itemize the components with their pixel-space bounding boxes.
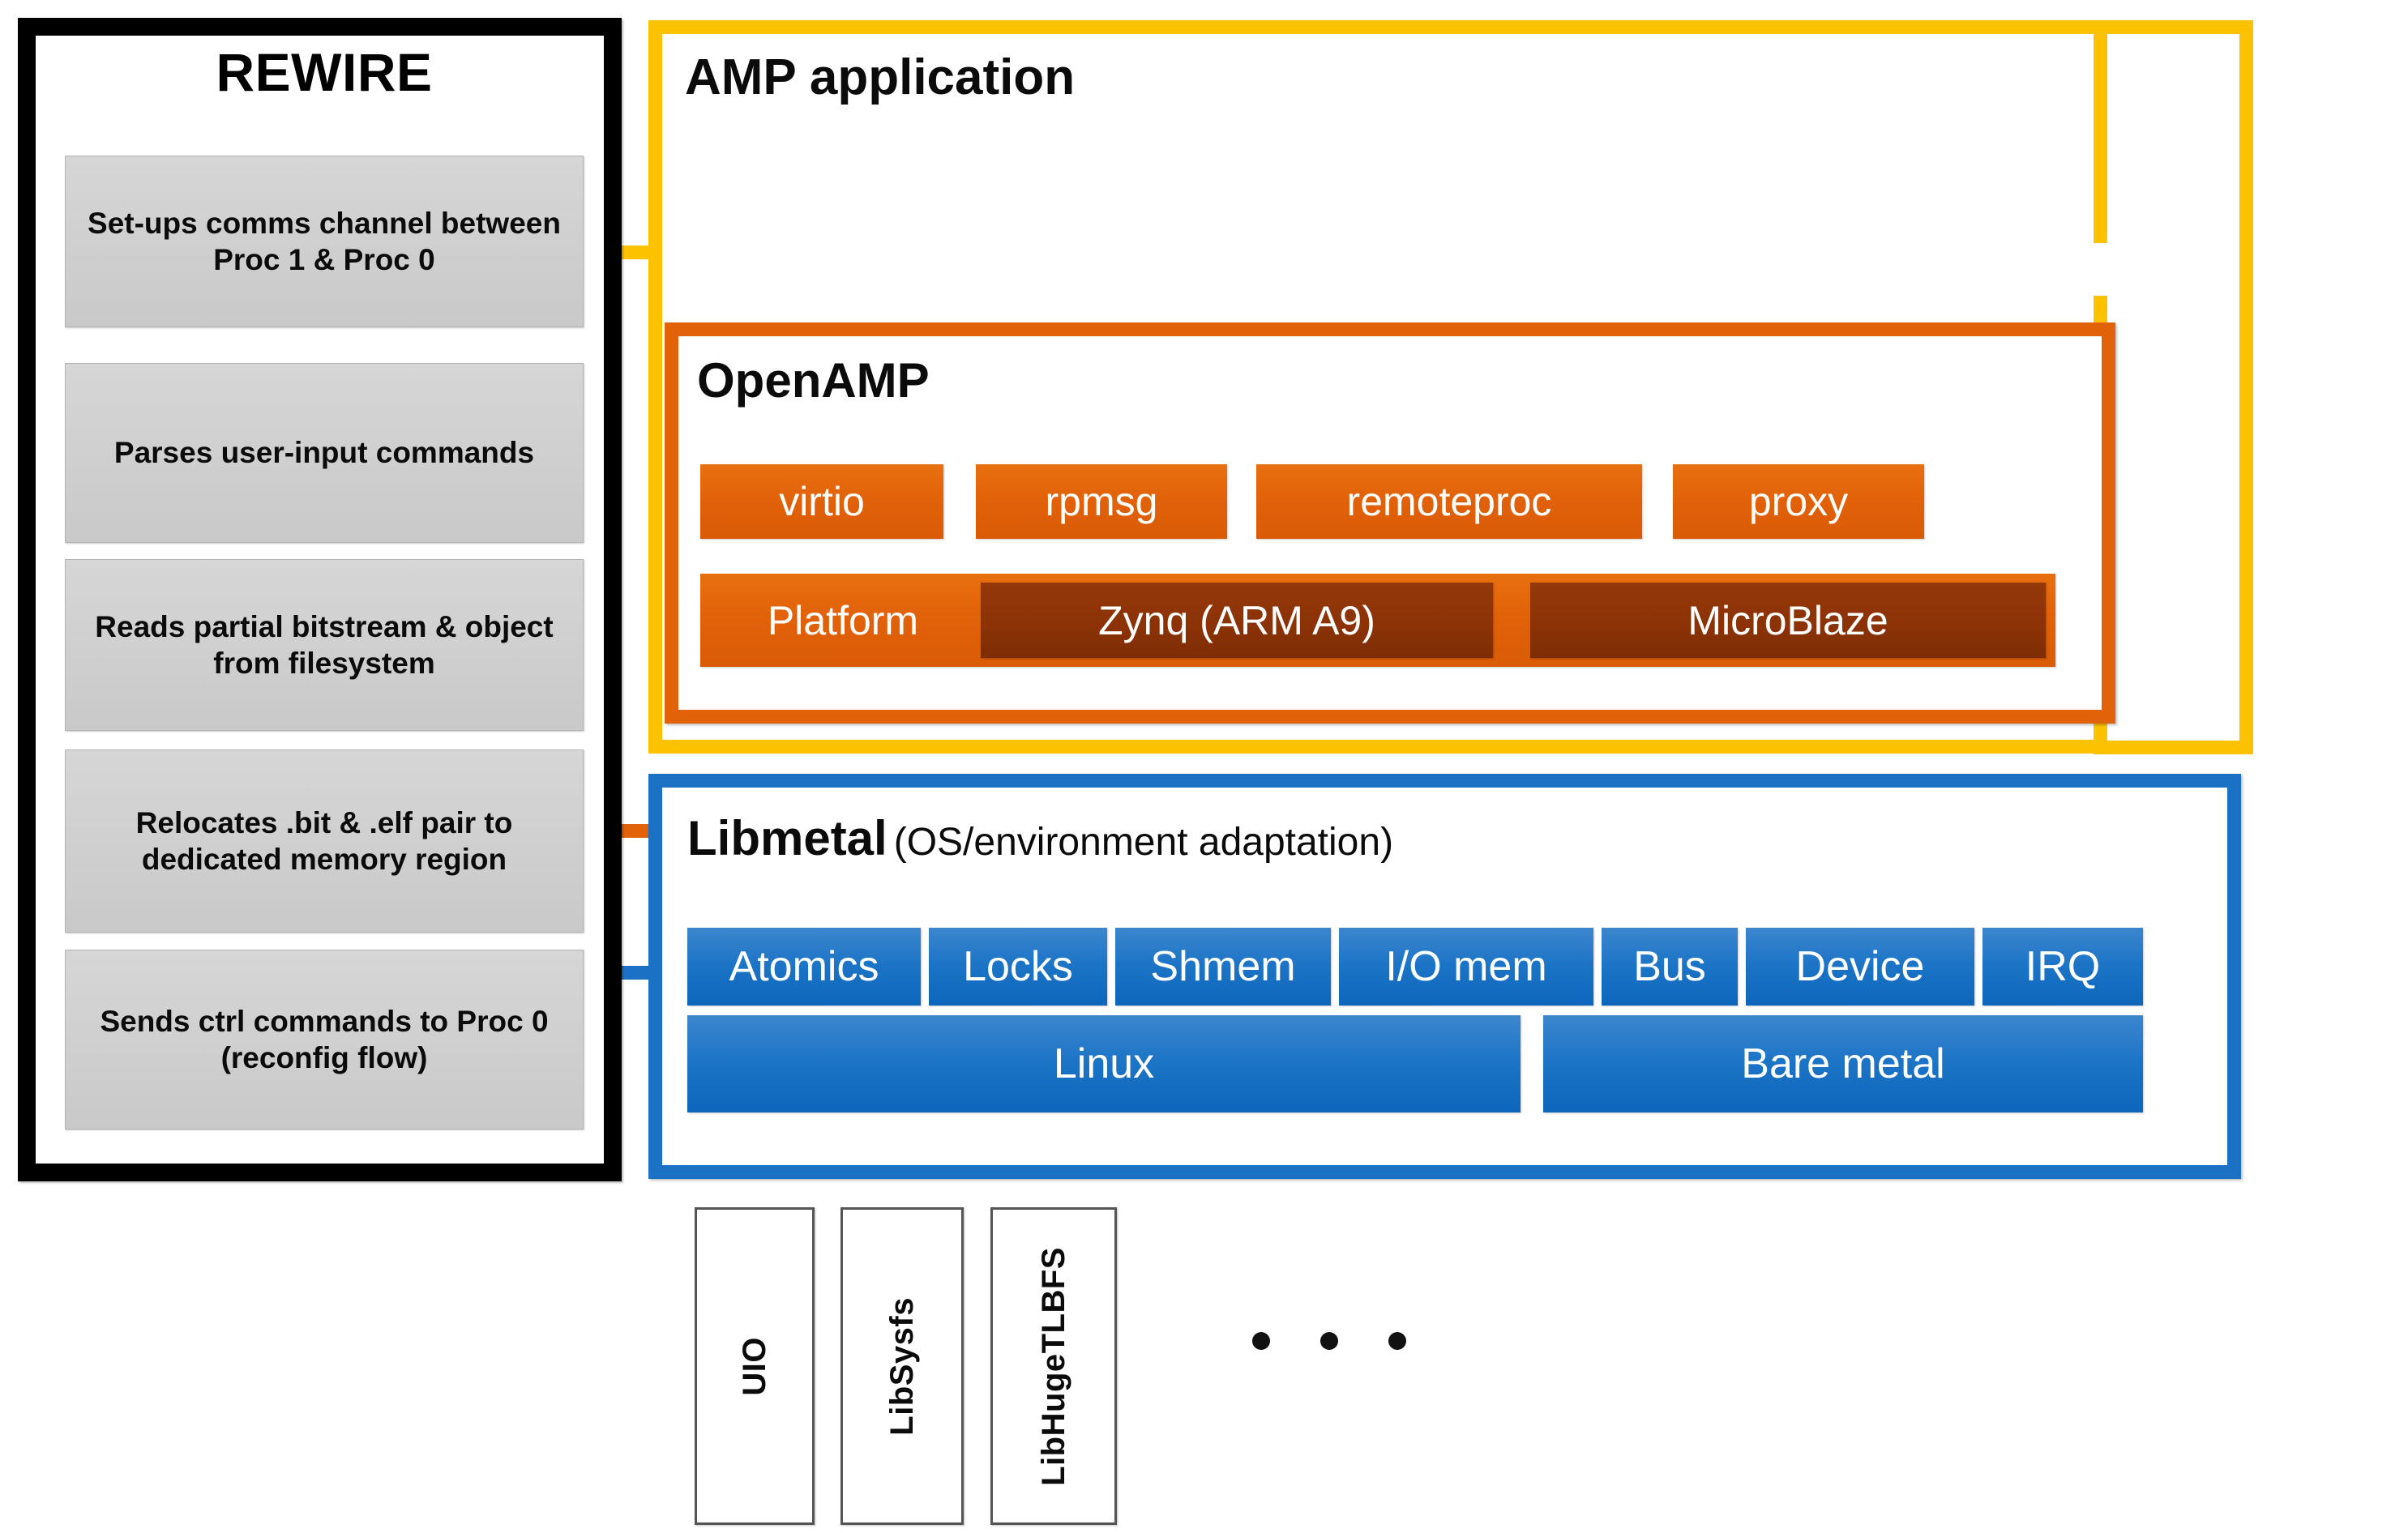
libmetal-api-io-mem[interactable]: I/O mem	[1339, 928, 1593, 1006]
libmetal-environment-bare-metal[interactable]: Bare metal	[1543, 1015, 2143, 1112]
openamp-platform-zynq[interactable]: Zynq (ARM A9)	[981, 583, 1493, 658]
libmetal-api-irq[interactable]: IRQ	[1982, 928, 2143, 1006]
backend-label-uio: UIO	[736, 1336, 772, 1396]
openamp-component-virtio[interactable]: virtio	[700, 464, 943, 539]
openamp-platform-label: Platform	[767, 597, 919, 643]
ellipsis-dot-2	[1320, 1332, 1338, 1350]
libmetal-environment-linux[interactable]: Linux	[687, 1015, 1521, 1112]
rewire-step-3[interactable]: Reads partial bitstream & object from fi…	[65, 559, 584, 731]
libmetal-title-subtitle: (OS/environment adaptation)	[893, 821, 1394, 864]
rewire-step-4[interactable]: Relocates .bit & .elf pair to dedicated …	[65, 749, 584, 933]
ellipsis-dot-3	[1388, 1332, 1406, 1350]
openamp-component-proxy[interactable]: proxy	[1673, 464, 1924, 539]
libmetal-api-locks[interactable]: Locks	[929, 928, 1107, 1006]
backend-box-libhugetlbfs[interactable]: LibHugeTLBFS	[990, 1207, 1117, 1525]
frame-mask-c	[2107, 34, 2239, 741]
rewire-title: REWIRE	[216, 42, 433, 102]
openamp-platform-microblaze[interactable]: MicroBlaze	[1530, 583, 2046, 658]
libmetal-api-bus[interactable]: Bus	[1602, 928, 1738, 1006]
openamp-component-remoteproc[interactable]: remoteproc	[1256, 464, 1642, 539]
libmetal-title: Libmetal (OS/environment adaptation)	[687, 810, 1741, 875]
openamp-title: OpenAMP	[697, 352, 930, 408]
rewire-step-1[interactable]: Set-ups comms channel between Proc 1 & P…	[65, 156, 584, 327]
backend-box-uio[interactable]: UIO	[695, 1207, 815, 1525]
rewire-step-5[interactable]: Sends ctrl commands to Proc 0 (reconfig …	[65, 950, 584, 1129]
amp-application-title: AMP application	[685, 49, 1076, 105]
backend-box-libsysfs[interactable]: LibSysfs	[840, 1207, 964, 1525]
libmetal-api-atomics[interactable]: Atomics	[687, 928, 921, 1006]
rewire-step-2[interactable]: Parses user-input commands	[65, 363, 584, 543]
backend-label-libsysfs: LibSysfs	[883, 1296, 920, 1436]
openamp-component-rpmsg[interactable]: rpmsg	[976, 464, 1227, 539]
libmetal-api-device[interactable]: Device	[1746, 928, 1974, 1006]
libmetal-title-strong: Libmetal	[687, 811, 887, 865]
libmetal-api-shmem[interactable]: Shmem	[1115, 928, 1331, 1006]
backends-ellipsis	[1252, 1313, 1406, 1369]
backend-label-libhugetlbfs: LibHugeTLBFS	[1035, 1246, 1071, 1486]
ellipsis-dot-1	[1252, 1332, 1270, 1350]
